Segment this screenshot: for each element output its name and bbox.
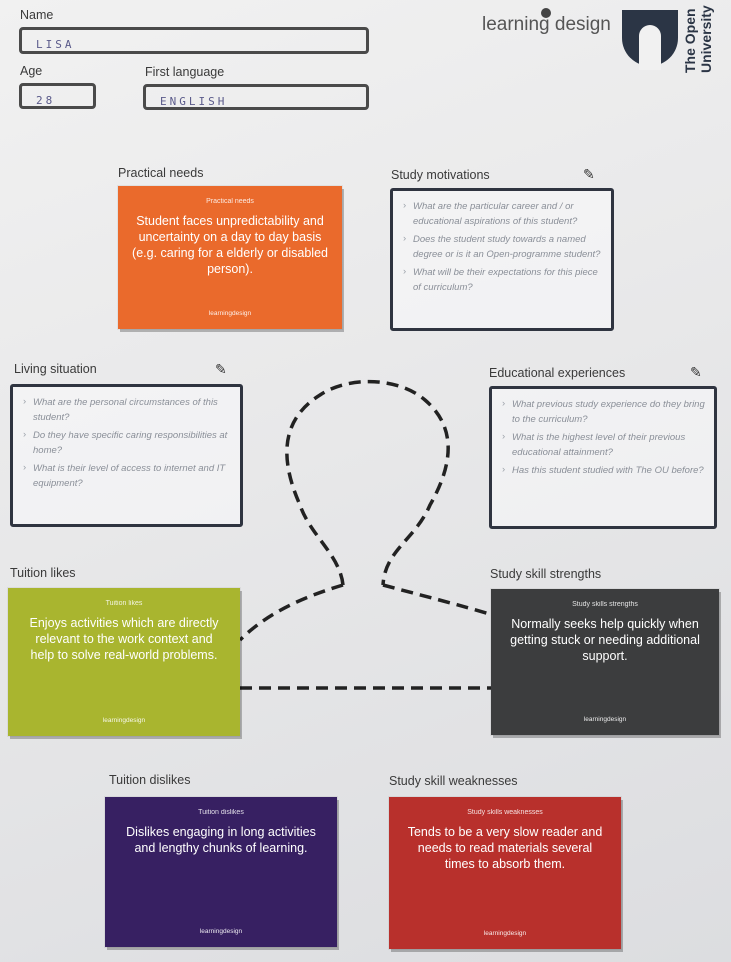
living-situation-title: Living situation [14,362,97,376]
pencil-icon[interactable]: ✎ [215,361,227,377]
tuition-likes-card[interactable]: Tuition likes Enjoys activities which ar… [8,588,240,736]
study-skill-strengths-title: Study skill strengths [490,567,602,581]
card-tag: Tuition likes [105,600,143,607]
card-text: Student faces unpredictability and uncer… [132,214,328,276]
learning-design-logo-icon [541,8,551,18]
card-tag: Practical needs [206,198,254,205]
card-text: Enjoys activities which are directly rel… [29,616,219,662]
study-skill-weaknesses-card[interactable]: Study skills weaknesses Tends to be a ve… [389,797,621,949]
prompt-item: Does the student study towards a named d… [403,231,603,262]
name-field[interactable]: LISA [19,27,369,54]
study-motivations-box[interactable]: What are the particular career and / or … [390,188,614,331]
pencil-icon[interactable]: ✎ [690,364,702,380]
age-value: 28 [36,94,56,107]
card-logo: learningdesign [583,716,627,723]
learning-design-logo: learning design [482,14,611,36]
living-situation-box[interactable]: What are the personal circumstances of t… [10,384,243,527]
brand-text: learning design [482,14,611,35]
tuition-likes-title: Tuition likes [10,566,76,580]
pencil-icon[interactable]: ✎ [583,166,595,182]
age-field[interactable]: 28 [19,83,96,109]
tuition-dislikes-title: Tuition dislikes [109,773,191,787]
prompt-item: What are the particular career and / or … [403,198,603,229]
first-language-label: First language [145,65,225,79]
prompt-item: Has this student studied with The OU bef… [502,462,706,478]
age-label: Age [20,64,43,78]
first-language-field[interactable]: ENGLISH [143,84,369,110]
prompt-item: What is their level of access to interne… [23,460,232,491]
card-tag: Study skills weaknesses [467,809,543,816]
study-motivations-title: Study motivations [391,168,490,182]
first-language-value: ENGLISH [160,95,228,108]
card-tag: Tuition dislikes [198,809,244,816]
prompt-item: What are the personal circumstances of t… [23,394,232,425]
educational-experiences-box[interactable]: What previous study experience do they b… [489,386,717,529]
practical-needs-card[interactable]: Practical needs Student faces unpredicta… [118,186,342,329]
prompt-item: What will be their expectations for this… [403,264,603,295]
name-label: Name [20,8,54,22]
tuition-dislikes-card[interactable]: Tuition dislikes Dislikes engaging in lo… [105,797,337,947]
card-text: Dislikes engaging in long activities and… [126,825,316,855]
prompt-item: What previous study experience do they b… [502,396,706,427]
study-skill-weaknesses-title: Study skill weaknesses [389,774,518,788]
educational-experiences-title: Educational experiences [489,366,626,380]
prompt-item: What is the highest level of their previ… [502,429,706,460]
practical-needs-title: Practical needs [118,166,204,180]
card-text: Normally seeks help quickly when getting… [510,617,700,663]
card-tag: Study skills strengths [572,601,638,608]
card-logo: learningdesign [199,928,243,935]
study-skill-strengths-card[interactable]: Study skills strengths Normally seeks he… [491,589,719,735]
card-logo: learningdesign [102,717,146,724]
prompt-item: Do they have specific caring responsibil… [23,427,232,458]
name-value: LISA [36,38,75,51]
card-logo: learningdesign [208,310,252,317]
card-logo: learningdesign [483,930,527,937]
open-university-shield-icon [622,10,678,70]
card-text: Tends to be a very slow reader and needs… [407,825,603,871]
